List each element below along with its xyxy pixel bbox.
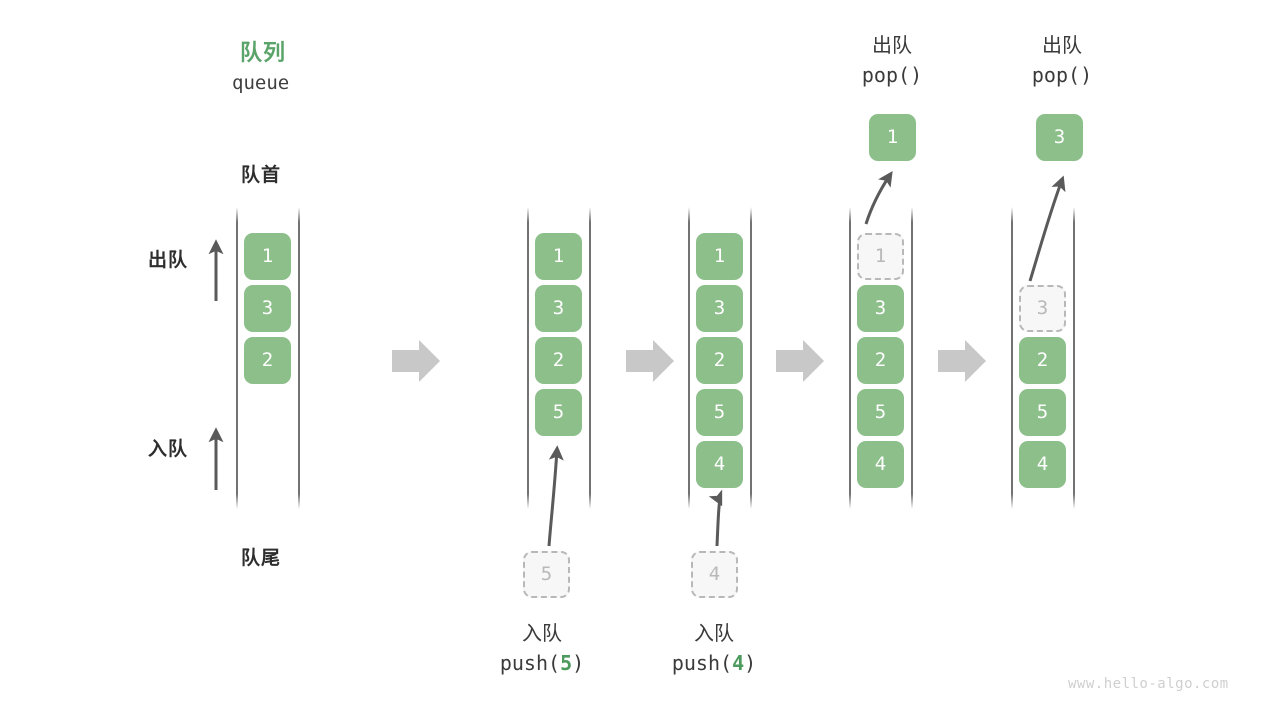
operation-code-prefix: push( bbox=[671, 651, 733, 675]
queue-title-cn: 队列 bbox=[240, 40, 287, 65]
operation-code-arg: 4 bbox=[732, 651, 745, 675]
rail-left bbox=[849, 207, 851, 509]
queue-cell: 2 bbox=[244, 337, 291, 384]
rail-right bbox=[1073, 207, 1075, 509]
operation-code-suffix: ) bbox=[572, 651, 585, 675]
push-4-arrow bbox=[708, 489, 723, 547]
queue-cell: 3 bbox=[696, 285, 743, 332]
operation-label-push-4: 入队 push(4) bbox=[624, 620, 804, 678]
queue-cell: 5 bbox=[1019, 389, 1066, 436]
operation-code: push(5) bbox=[452, 649, 632, 678]
popped-cell: 3 bbox=[1036, 114, 1083, 161]
queue-cell: 3 bbox=[535, 285, 582, 332]
popped-cell: 1 bbox=[869, 114, 916, 161]
operation-cn: 出队 bbox=[872, 35, 912, 57]
rail-left bbox=[527, 207, 529, 509]
queue-cell: 1 bbox=[535, 233, 582, 280]
rail-right bbox=[298, 207, 300, 509]
rear-label: 队尾 bbox=[241, 548, 282, 569]
queue-cell: 5 bbox=[696, 389, 743, 436]
operation-cn: 入队 bbox=[694, 623, 734, 645]
push-5-arrow bbox=[547, 445, 564, 547]
separator-arrow-4 bbox=[938, 340, 986, 382]
queue-cell: 2 bbox=[1019, 337, 1066, 384]
operation-code-prefix: pop( bbox=[1031, 63, 1081, 87]
queue-cell: 4 bbox=[1019, 441, 1066, 488]
front-label: 队首 bbox=[241, 165, 282, 186]
separator-arrow-1 bbox=[392, 340, 440, 382]
enqueue-side-label: 入队 bbox=[148, 439, 189, 460]
operation-cn: 入队 bbox=[522, 623, 562, 645]
incoming-ghost-cell: 4 bbox=[691, 551, 738, 598]
separator-arrow-3 bbox=[776, 340, 824, 382]
queue-cell: 4 bbox=[696, 441, 743, 488]
queue-cell: 3 bbox=[244, 285, 291, 332]
incoming-ghost-cell: 5 bbox=[523, 551, 570, 598]
rail-left bbox=[236, 207, 238, 509]
operation-code-suffix: ) bbox=[1080, 63, 1093, 87]
rail-right bbox=[750, 207, 752, 509]
rail-left bbox=[1011, 207, 1013, 509]
watermark: www.hello-algo.com bbox=[1068, 676, 1229, 692]
operation-code-prefix: push( bbox=[499, 651, 561, 675]
queue-cell: 1 bbox=[244, 233, 291, 280]
queue-title-en: queue bbox=[232, 72, 290, 94]
operation-label-pop-1: 出队 pop() bbox=[802, 32, 982, 90]
queue-cell: 2 bbox=[857, 337, 904, 384]
queue-cell: 3 bbox=[857, 285, 904, 332]
operation-code: pop() bbox=[972, 61, 1152, 90]
operation-label-push-5: 入队 push(5) bbox=[452, 620, 632, 678]
queue-cell: 2 bbox=[696, 337, 743, 384]
rail-right bbox=[589, 207, 591, 509]
queue-cell: 4 bbox=[857, 441, 904, 488]
queue-cell: 5 bbox=[535, 389, 582, 436]
operation-code-arg: 5 bbox=[560, 651, 573, 675]
operation-code: push(4) bbox=[624, 649, 804, 678]
pop-1-arrow bbox=[864, 171, 893, 225]
queue-cell: 5 bbox=[857, 389, 904, 436]
queue-cell-ghost: 3 bbox=[1019, 285, 1066, 332]
operation-label-pop-3: 出队 pop() bbox=[972, 32, 1152, 90]
operation-code-suffix: ) bbox=[910, 63, 923, 87]
pop-3-arrow bbox=[1028, 175, 1066, 282]
rail-right bbox=[911, 207, 913, 509]
rail-left bbox=[688, 207, 690, 509]
operation-code-prefix: pop( bbox=[861, 63, 911, 87]
queue-cell: 2 bbox=[535, 337, 582, 384]
queue-cell: 1 bbox=[696, 233, 743, 280]
separator-arrow-2 bbox=[626, 340, 674, 382]
operation-code-suffix: ) bbox=[744, 651, 757, 675]
operation-cn: 出队 bbox=[1042, 35, 1082, 57]
operation-code: pop() bbox=[802, 61, 982, 90]
queue-cell-ghost: 1 bbox=[857, 233, 904, 280]
dequeue-side-label: 出队 bbox=[148, 250, 189, 271]
